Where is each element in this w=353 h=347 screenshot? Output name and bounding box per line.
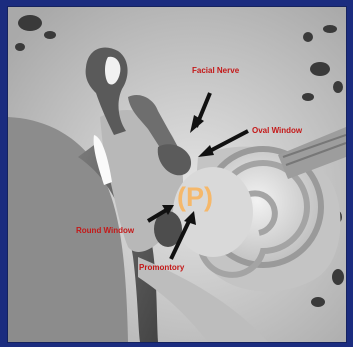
promontory-bulge	[173, 167, 253, 257]
ear-diagram-svg: Facial Nerve Oval Window Round Window Pr…	[8, 7, 346, 342]
facial-nerve-label: Facial Nerve	[192, 66, 240, 75]
oval-window-label: Oval Window	[252, 126, 303, 135]
promontory-label: Promontory	[139, 263, 185, 272]
ear-anatomy-illustration: Facial Nerve Oval Window Round Window Pr…	[7, 6, 347, 343]
round-window-label: Round Window	[76, 226, 135, 235]
promontory-marker: (P)	[177, 182, 213, 212]
